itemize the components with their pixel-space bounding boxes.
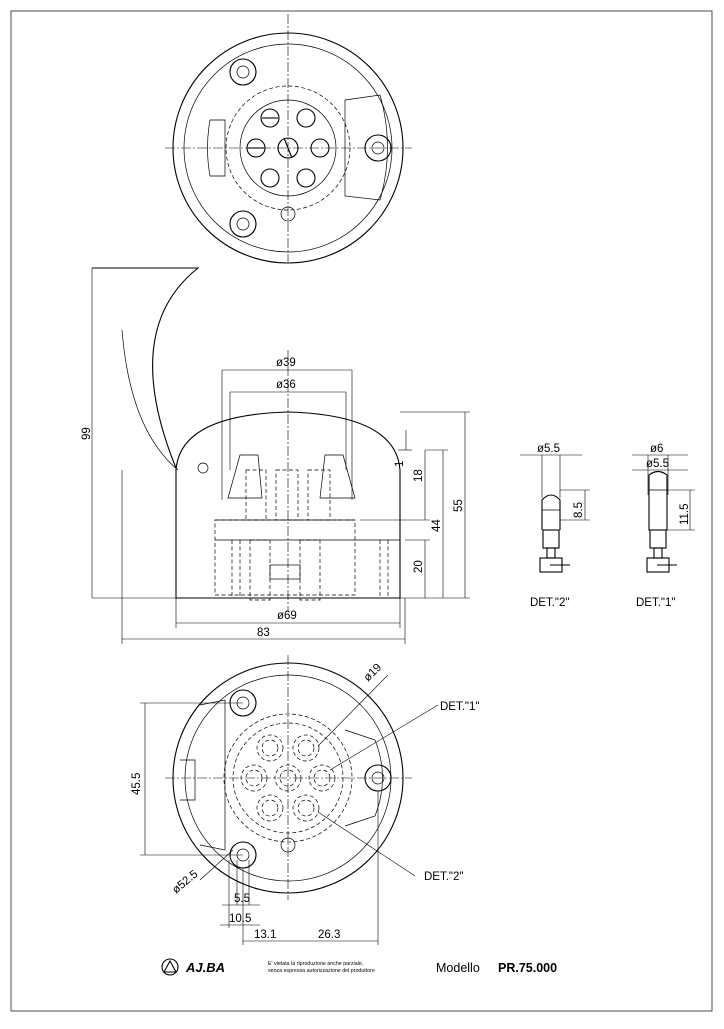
det1-label: DET."1" bbox=[636, 597, 675, 609]
dim-h44: 44 bbox=[431, 519, 443, 532]
side-view bbox=[91, 267, 470, 644]
dim-d525: ø52.5 bbox=[170, 868, 200, 896]
dim-h55: 55 bbox=[453, 499, 465, 512]
dim-w105: 10.5 bbox=[229, 913, 251, 925]
dim-d19: ø19 bbox=[362, 662, 385, 685]
dim-w83: 83 bbox=[257, 627, 270, 639]
dim-h20: 20 bbox=[413, 560, 425, 573]
detail-1-pin bbox=[632, 454, 695, 573]
det1-callout-label: DET."1" bbox=[440, 701, 479, 713]
dim-w263: 26.3 bbox=[318, 929, 340, 941]
dim-h85: 8.5 bbox=[573, 502, 585, 518]
top-view bbox=[165, 14, 412, 264]
dim-w55: 5.5 bbox=[234, 893, 250, 905]
bottom-view bbox=[140, 655, 439, 945]
detail-2-pin bbox=[520, 454, 590, 573]
triangle-logo-icon bbox=[161, 958, 179, 976]
dim-h99: 99 bbox=[81, 427, 93, 440]
dim-d69: ø69 bbox=[277, 610, 297, 622]
det2-label: DET."2" bbox=[530, 597, 569, 609]
notice-line-1: E' vietata la riproduzione anche parzial… bbox=[268, 961, 363, 967]
model-label: Modello bbox=[436, 961, 480, 975]
dim-d6: ø6 bbox=[650, 443, 663, 455]
dim-w131: 13.1 bbox=[254, 929, 276, 941]
det2-callout-label: DET."2" bbox=[424, 871, 463, 883]
sheet-border bbox=[10, 10, 713, 1012]
dim-h1: 1 bbox=[394, 461, 406, 467]
dim-d36: ø36 bbox=[276, 379, 296, 391]
dim-h115: 11.5 bbox=[679, 503, 691, 525]
brand-name: AJ.BA bbox=[185, 960, 225, 975]
dim-d55b: ø5.5 bbox=[646, 458, 669, 470]
model-code: PR.75.000 bbox=[498, 961, 557, 975]
dim-h455: 45.5 bbox=[131, 773, 143, 795]
notice-line-2: senza espressa autorizzazione del produt… bbox=[268, 968, 375, 974]
dim-d55: ø5.5 bbox=[537, 443, 560, 455]
dim-h18: 18 bbox=[413, 469, 425, 482]
dim-d39: ø39 bbox=[276, 357, 296, 369]
